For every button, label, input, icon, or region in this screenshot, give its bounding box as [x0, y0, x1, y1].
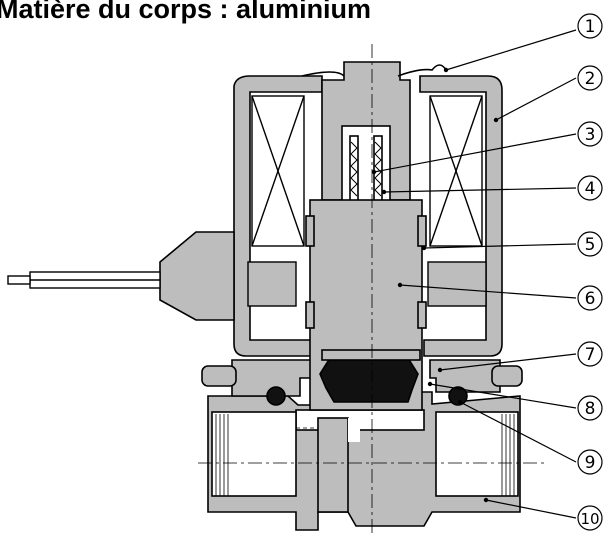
page-title: Matière du corps : aluminium — [0, 0, 372, 24]
port-threads — [215, 414, 515, 496]
callout-10: 10 — [580, 510, 599, 528]
callout-5: 5 — [585, 235, 596, 255]
center-lines — [198, 44, 548, 536]
callout-9: 9 — [585, 453, 596, 473]
leader-dots — [371, 67, 499, 503]
valve-body — [207, 391, 521, 531]
callout-3: 3 — [585, 125, 596, 145]
cable — [7, 271, 161, 289]
callouts — [577, 13, 603, 531]
callout-8: 8 — [585, 399, 596, 419]
coil-windings — [247, 95, 487, 307]
spring — [350, 141, 382, 197]
plunger — [305, 199, 427, 411]
callout-4: 4 — [585, 179, 596, 199]
callout-2: 2 — [585, 69, 596, 89]
retaining-clip — [301, 64, 447, 77]
fixed-core — [321, 61, 411, 205]
cover-plate — [201, 359, 523, 406]
callout-7: 7 — [585, 345, 596, 365]
solenoid-housing — [159, 75, 503, 357]
leader-lines — [373, 29, 577, 519]
callout-1: 1 — [585, 17, 596, 37]
callout-6: 6 — [585, 289, 596, 309]
